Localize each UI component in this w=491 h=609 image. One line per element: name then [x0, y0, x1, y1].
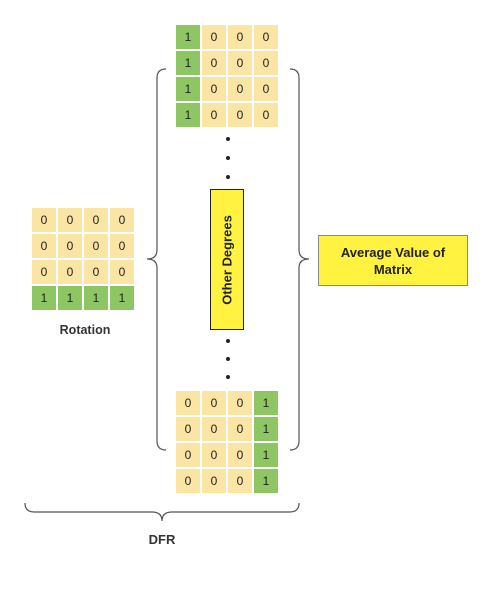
dot	[226, 339, 230, 343]
matrix-cell: 0	[83, 233, 109, 259]
matrix-cell: 0	[31, 233, 57, 259]
rotation-label: Rotation	[59, 323, 111, 337]
matrix-cell: 0	[201, 468, 227, 494]
matrix-cell: 0	[227, 390, 253, 416]
matrix-cell: 0	[201, 24, 227, 50]
matrix-cell: 0	[227, 102, 253, 128]
left-group-brace	[146, 68, 167, 451]
matrix-cell: 0	[109, 207, 135, 233]
matrix-cell: 0	[31, 259, 57, 285]
dot	[226, 357, 230, 361]
matrix-cell: 1	[253, 468, 279, 494]
matrix-cell: 1	[57, 285, 83, 311]
matrix-cell: 1	[31, 285, 57, 311]
right-group-brace	[289, 68, 310, 451]
matrix-cell: 0	[253, 76, 279, 102]
matrix-cell: 1	[253, 442, 279, 468]
matrix-cell: 0	[109, 259, 135, 285]
average-value-label: Average Value of Matrix	[340, 244, 446, 277]
matrix-cell: 0	[201, 442, 227, 468]
matrix-cell: 1	[109, 285, 135, 311]
matrix-cell: 0	[227, 416, 253, 442]
matrix-cell: 0	[57, 207, 83, 233]
matrix-cell: 0	[201, 390, 227, 416]
matrix-cell: 1	[175, 24, 201, 50]
dot	[226, 137, 230, 141]
matrix-cell: 0	[201, 102, 227, 128]
matrix-cell: 0	[227, 24, 253, 50]
matrix-cell: 0	[227, 76, 253, 102]
matrix-cell: 0	[175, 390, 201, 416]
matrix-cell: 1	[175, 50, 201, 76]
other-degrees-label: Other Degrees	[219, 214, 235, 305]
matrix-cell: 0	[175, 442, 201, 468]
matrix-cell: 0	[175, 468, 201, 494]
matrix-cell: 0	[201, 50, 227, 76]
matrix-cell: 0	[227, 468, 253, 494]
matrix-cell: 0	[201, 416, 227, 442]
matrix-cell: 0	[31, 207, 57, 233]
matrix-cell: 0	[175, 416, 201, 442]
matrix-cell: 1	[253, 416, 279, 442]
matrix-cell: 0	[109, 233, 135, 259]
average-value-box: Average Value of Matrix	[318, 235, 468, 286]
dot	[226, 175, 230, 179]
matrix-cell: 0	[57, 259, 83, 285]
dfr-label: DFR	[148, 532, 176, 547]
matrix-cell: 0	[57, 233, 83, 259]
matrix-cell: 0	[201, 76, 227, 102]
matrix-cell: 0	[253, 102, 279, 128]
dfr-brace	[24, 502, 300, 522]
matrix-cell: 0	[253, 50, 279, 76]
matrix-cell: 0	[227, 442, 253, 468]
dot	[226, 156, 230, 160]
matrix-cell: 0	[253, 24, 279, 50]
matrix-cell: 1	[175, 102, 201, 128]
matrix-cell: 1	[175, 76, 201, 102]
dot	[226, 375, 230, 379]
matrix-cell: 0	[227, 50, 253, 76]
matrix-cell: 0	[83, 259, 109, 285]
matrix-cell: 0	[83, 207, 109, 233]
matrix-cell: 1	[253, 390, 279, 416]
matrix-cell: 1	[83, 285, 109, 311]
other-degrees-box: Other Degrees	[210, 189, 244, 330]
